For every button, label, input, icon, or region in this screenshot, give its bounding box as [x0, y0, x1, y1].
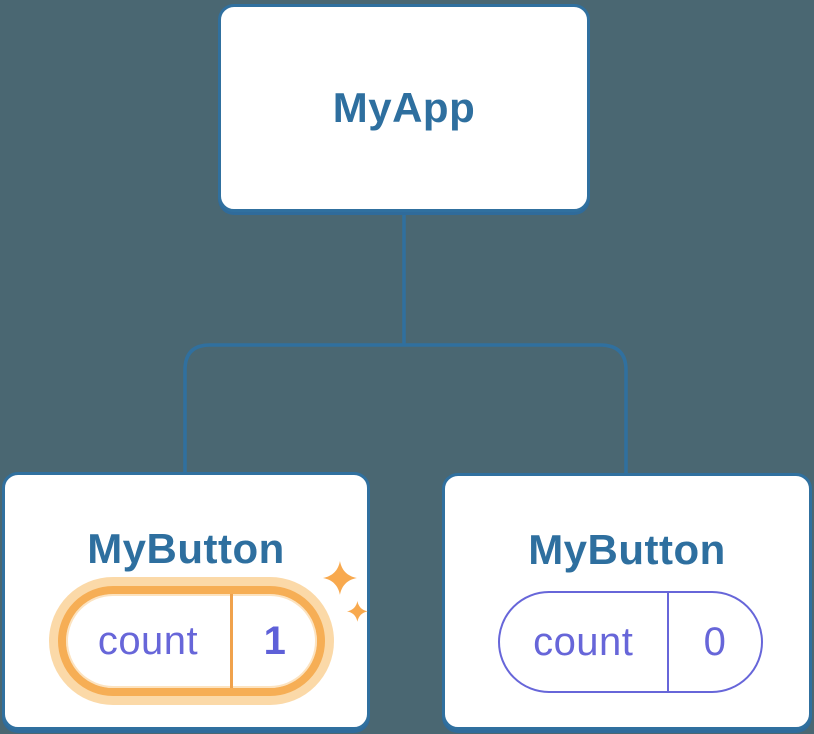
component-name: MyButton: [528, 526, 726, 573]
state-pill-highlighted: count 1: [58, 586, 325, 696]
state-name: count: [533, 619, 634, 664]
state-value: 0: [703, 619, 727, 664]
state-value: 1: [263, 618, 287, 663]
component-node-button-2: MyButton count 0: [442, 473, 812, 730]
state-pill: count 0: [498, 591, 763, 693]
state-name: count: [97, 618, 199, 663]
component-name: MyApp: [332, 84, 476, 131]
component-node-root: MyApp: [218, 4, 590, 212]
state-pill-divider: [666, 593, 669, 691]
sparkles-icon: [323, 561, 368, 622]
component-node-button-1: MyButton count 1: [2, 472, 370, 730]
state-pill-divider: [230, 594, 233, 688]
component-name: MyButton: [87, 525, 285, 572]
